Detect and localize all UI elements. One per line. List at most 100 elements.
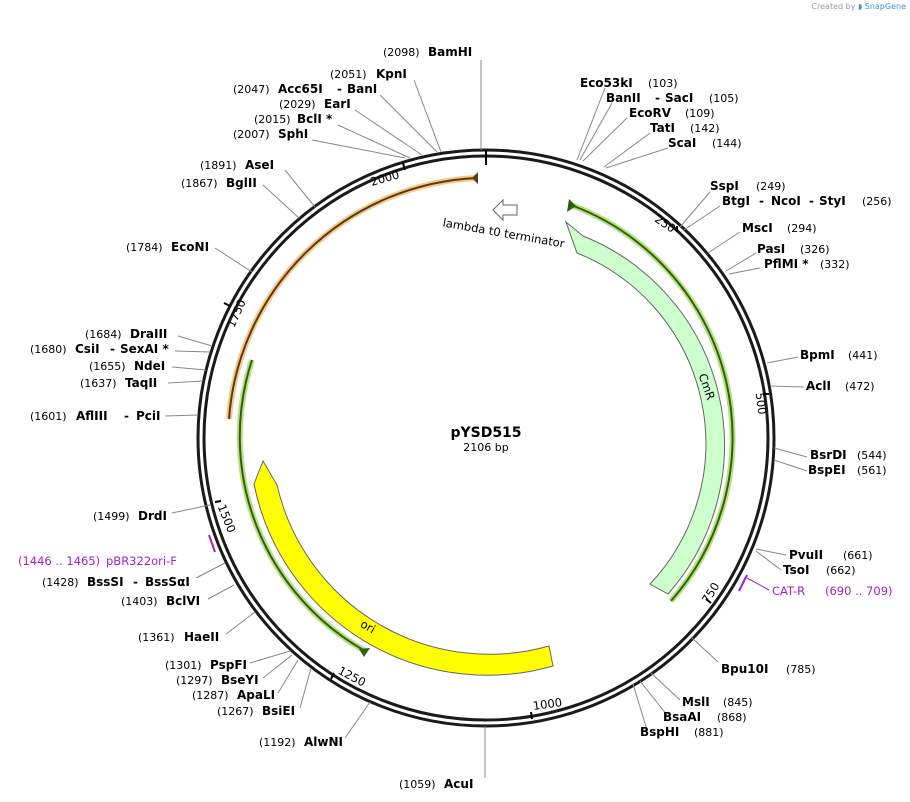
leader-tsoi [755,550,782,571]
site-label-bamhi: (2098) BamHI [383,45,472,59]
site-label-pflmi-position: (332) [820,258,850,271]
leader-alwni [344,701,371,739]
primer-cat-r-marker [738,574,748,592]
site-label-taqii-enzyme-name: TaqII [125,376,157,390]
site-label-draiii-enzyme-name: DraIII [130,327,167,341]
site-label-taqii-position: (1637) [80,377,117,390]
site-label-scai: ScaI (144) [668,136,742,150]
site-label-banii-separator: - [655,91,660,105]
site-label-tati-enzyme-name: TatI [650,121,675,135]
leader-eari [354,109,423,156]
site-label-msci-position: (294) [787,222,817,235]
site-label-bglii: (1867) BglII [181,176,257,190]
site-label-eco53ki-enzyme-name: Eco53kI [580,76,633,90]
orange-feature-arrowhead [472,172,478,184]
site-label-asei-enzyme-name: AseI [245,158,274,172]
leader-sphi [311,139,406,159]
credit-brand: SnapGene [864,2,906,11]
site-label-bsphi-enzyme-name: BspHI [640,725,679,739]
site-label-btgi-enzyme-name-alt: NcoI [771,194,801,208]
site-label-apali: (1287) ApaLI [192,688,275,702]
primer-pbr322ori-f-range: (1446 .. 1465) [18,554,100,568]
leader-pflmi [728,267,761,275]
leader-pvuii [755,548,787,556]
site-label-msli: MslI (845) [682,695,753,709]
site-label-bsaai: BsaAI (868) [663,710,747,724]
leader-msli [650,672,681,701]
site-label-csii-enzyme-name: CsiI [75,342,100,356]
site-label-banii-enzyme-name-alt: SacI [665,91,693,105]
site-label-bseyi-position: (1297) [176,674,213,687]
site-label-bsiei-enzyme-name: BsiEI [262,704,295,718]
site-label-alwni-position: (1192) [259,736,296,749]
leader-bsaai [639,680,668,716]
site-label-bclvi: (1403) BclVI [121,594,200,608]
leader-bseyi [262,654,293,679]
site-label-bspei-enzyme-name: BspEI [808,463,846,477]
site-label-drdi-position: (1499) [93,510,130,523]
leader-eco53ki [576,87,606,161]
leader-msci [707,231,741,254]
leader-asei [284,169,316,208]
leader-ecorv [582,117,628,162]
site-label-ndei-enzyme-name: NdeI [134,359,165,373]
leader-ndei [171,366,207,371]
site-label-sspi-enzyme-name: SspI [710,179,739,193]
leader-bsphi [632,683,648,731]
site-label-acui-position: (1059) [399,778,436,791]
site-label-alwni: (1192) AlwNI [259,735,343,749]
leader-bsssi [195,562,226,579]
site-label-eco53ki-position: (103) [648,77,678,90]
site-label-banii-enzyme-name: BanII [606,91,641,105]
ori-feature-arrow [253,459,554,676]
site-label-apali-position: (1287) [192,689,229,702]
leader-acc65i [379,94,438,153]
site-label-bamhi-position: (2098) [383,46,420,59]
site-label-tsoi-position: (662) [826,564,856,577]
site-label-btgi-separator: - [759,194,764,208]
site-label-haeii-position: (1361) [138,631,175,644]
site-label-btgi-separator: - [809,194,814,208]
site-label-econi: (1784) EcoNI [126,240,209,254]
site-label-bamhi-enzyme-name: BamHI [428,45,472,59]
site-label-pvuii-enzyme-name: PvuII [789,548,823,562]
site-label-ecorv-enzyme-name: EcoRV [629,106,672,120]
site-label-csii-enzyme-name-alt: SexAI * [120,342,169,356]
site-label-bclvi-enzyme-name: BclVI [166,594,200,608]
site-label-asei: (1891) AseI [200,158,274,172]
tick-mark-1500 [214,500,222,503]
site-label-bspei-position: (561) [857,464,887,477]
site-label-apali-enzyme-name: ApaLI [237,688,275,702]
site-label-tati: TatI (142) [650,121,720,135]
site-label-btgi: BtgI - NcoI - StyI (256) [722,194,892,208]
leader-drdi [171,504,211,514]
site-label-pflmi-enzyme-name: PflMI * [764,257,809,271]
leader-bsiei [299,667,312,709]
site-label-ecorv-position: (109) [685,107,715,120]
site-label-csii-position: (1680) [30,343,67,356]
site-label-csii: (1680) CsiI - SexAI * [30,342,169,356]
snapgene-logo-icon: ◗ [857,2,863,11]
site-label-bcli-enzyme-name: BclI * [297,112,333,126]
site-label-bsphi-position: (881) [694,726,724,739]
leader-pspfi [249,650,291,664]
primer-pbr322ori-f-marker [208,534,216,553]
snapgene-credit: Created by ◗ SnapGene [811,2,906,11]
site-label-pasi-enzyme-name: PasI [757,242,785,256]
site-label-bglii-enzyme-name: BglII [226,176,257,190]
site-label-eari-position: (2029) [279,98,316,111]
leader-tati [603,132,651,168]
site-label-btgi-position: (256) [862,195,892,208]
site-label-drdi: (1499) DrdI [93,509,167,523]
site-label-tati-position: (142) [690,122,720,135]
site-label-bsssi-enzyme-name: BssSI [87,575,124,589]
site-label-econi-enzyme-name: EcoNI [171,240,209,254]
site-label-bsssi-position: (1428) [42,576,79,589]
site-label-bsssi-enzyme-name-alt: BssSαI [145,575,190,589]
cmr-outline-line [570,204,734,602]
site-label-afliii-position: (1601) [30,410,67,423]
site-label-afliii: (1601) AflIII - PciI [30,409,161,423]
tick-mark-2000 [402,162,406,171]
leader-bglii [262,184,300,219]
site-label-tsoi-enzyme-name: TsoI [783,563,809,577]
